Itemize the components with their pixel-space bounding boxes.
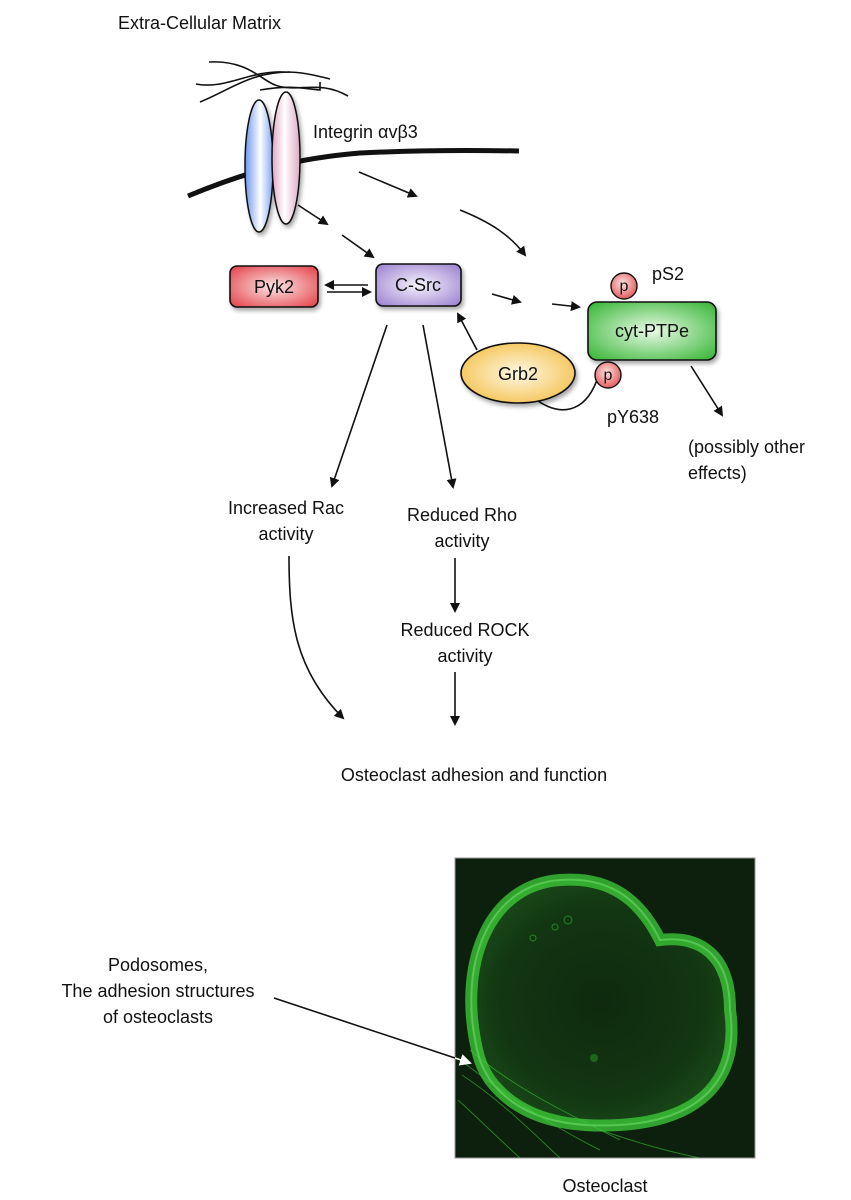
pyk2-node: Pyk2 — [229, 265, 319, 308]
arrow-csrc-to-rac — [329, 324, 388, 488]
arrow-csrc-to-rho — [422, 324, 457, 489]
micrograph-caption: Osteoclast — [562, 1176, 647, 1196]
outcome-label: Osteoclast adhesion and function — [341, 765, 607, 785]
podosome-pointer-arrow — [273, 997, 456, 1059]
rho-line2: activity — [434, 531, 489, 551]
integrin-label: Integrin αvβ3 — [313, 122, 418, 142]
phospho-site-s2: p — [610, 272, 638, 300]
rock-line1: Reduced ROCK — [400, 620, 529, 640]
arrow-grb2-to-csrc — [457, 312, 478, 351]
arrow-csrc-right-1 — [491, 293, 522, 305]
py638-label: pY638 — [607, 407, 659, 427]
other-effects-line1: (possibly other — [688, 437, 805, 457]
arrow-integrin-down — [297, 204, 329, 226]
arrow-ptpe-to-other — [690, 365, 724, 417]
rac-line1: Increased Rac — [228, 498, 344, 518]
arrow-csrc-right-2 — [551, 301, 581, 312]
ecm-fibers — [195, 61, 349, 103]
signal-arrows — [288, 171, 724, 726]
integrin-beta-subunit — [271, 91, 301, 225]
osteoclast-micrograph — [454, 857, 756, 1159]
other-effects-line2: effects) — [688, 463, 747, 483]
podosome-label-line3: of osteoclasts — [103, 1007, 213, 1027]
integrin-receptor — [244, 91, 301, 233]
grb2-node: Grb2 — [460, 342, 576, 404]
phospho-p-label: p — [604, 367, 613, 384]
ps2-label: pS2 — [652, 264, 684, 284]
csrc-node: C-Src — [375, 263, 462, 307]
cyt-ptpe-label: cyt-PTPe — [615, 321, 689, 341]
rac-line2: activity — [258, 524, 313, 544]
arrow-rac-to-outcome — [288, 555, 345, 720]
csrc-label: C-Src — [395, 275, 441, 295]
cell-membrane — [187, 147, 520, 199]
cyt-ptpe-node: cyt-PTPe — [587, 301, 717, 361]
osteoclast-cell-body — [465, 873, 738, 1132]
pyk2-label: Pyk2 — [254, 277, 294, 297]
arrow-membrane-2 — [459, 209, 527, 257]
phospho-p-label: p — [620, 278, 629, 295]
podosome-label-line2: The adhesion structures — [61, 981, 254, 1001]
podosome-label-line1: Podosomes, — [108, 955, 208, 975]
phospho-site-y638: p — [594, 361, 622, 389]
rho-line1: Reduced Rho — [407, 505, 517, 525]
rock-line2: activity — [437, 646, 492, 666]
arrow-membrane-1 — [358, 171, 418, 198]
grb2-label: Grb2 — [498, 364, 538, 384]
integrin-alpha-subunit — [244, 99, 274, 233]
podosome-pointer-arrowhead — [454, 1054, 472, 1066]
ecm-label: Extra-Cellular Matrix — [118, 13, 281, 33]
arrow-to-csrc — [341, 234, 375, 259]
actin-fibers — [457, 1049, 701, 1158]
